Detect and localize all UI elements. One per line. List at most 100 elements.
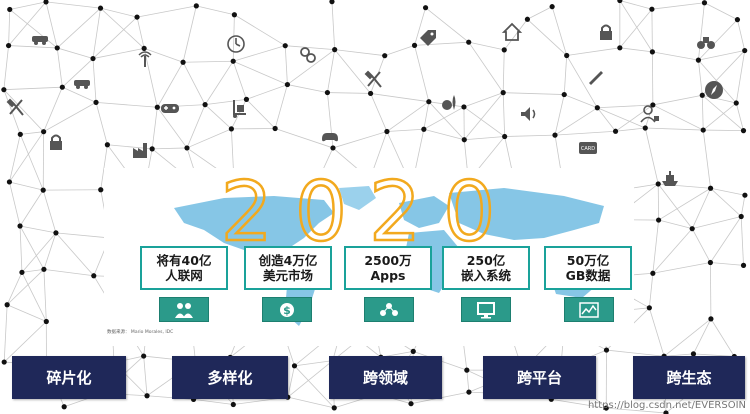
stat-line2: 人联网	[165, 268, 203, 283]
stat-line2: Apps	[370, 268, 406, 283]
network-link	[463, 92, 504, 140]
tag-fragmentation: 碎片化	[12, 356, 126, 399]
network-link	[6, 269, 45, 306]
network-link	[21, 268, 44, 273]
network-node	[384, 128, 390, 135]
network-link	[710, 318, 735, 357]
network-link	[652, 104, 704, 131]
network-link	[9, 1, 47, 10]
network-node	[7, 6, 13, 13]
ship-icon	[659, 167, 681, 189]
network-link	[136, 5, 197, 18]
people-icon	[159, 297, 209, 322]
network-node	[646, 305, 652, 311]
network-node	[617, 0, 623, 4]
stat-line2: 嵌入系统	[460, 268, 511, 283]
stat-box-apps: 2500万 Apps	[344, 246, 432, 290]
network-link	[204, 104, 232, 130]
network-link	[3, 45, 9, 90]
network-node	[329, 0, 335, 5]
network-link	[384, 44, 415, 57]
lock-icon	[595, 21, 617, 43]
greenland-map	[339, 186, 376, 210]
network-link	[327, 92, 371, 94]
network-node	[93, 99, 99, 105]
network-link	[3, 321, 47, 363]
network-link	[20, 131, 44, 135]
network-node	[1, 87, 7, 93]
chart-icon	[564, 297, 614, 322]
network-link	[702, 94, 744, 131]
network-node	[230, 58, 236, 64]
network-node	[193, 3, 199, 9]
network-link	[425, 7, 469, 43]
network-link	[45, 1, 58, 49]
network-node	[422, 5, 429, 11]
network-link	[9, 131, 44, 183]
network-node	[4, 302, 10, 308]
network-node	[228, 126, 234, 132]
network-node	[603, 347, 610, 353]
stat-box-people: 将有40亿 人联网	[140, 246, 228, 290]
tag-cross-ecosystem: 跨生态	[633, 356, 745, 399]
lock-icon	[45, 131, 67, 153]
network-node	[642, 125, 648, 131]
stat-box-market: 创造4万亿 美元市场	[244, 246, 332, 290]
network-node	[612, 128, 619, 134]
network-link	[143, 48, 158, 108]
network-link	[331, 1, 336, 50]
network-link	[232, 61, 247, 100]
watermark: https://blog.csdn.net/EVERSOIN	[587, 400, 746, 411]
network-link	[43, 232, 57, 270]
network-node	[291, 363, 298, 369]
network-node	[104, 142, 110, 148]
network-link	[62, 86, 97, 103]
network-link	[386, 101, 430, 132]
network-link	[186, 104, 206, 149]
network-node	[699, 92, 705, 98]
network-link	[693, 318, 712, 355]
tools-icon	[363, 69, 385, 91]
network-link	[3, 89, 44, 132]
stat-line1: 将有40亿	[156, 253, 212, 268]
network-node	[149, 146, 155, 152]
network-node	[40, 187, 46, 193]
network-node	[564, 52, 570, 59]
network-link	[233, 45, 286, 62]
network-link	[414, 41, 469, 46]
network-node	[466, 39, 472, 45]
network-link	[8, 1, 47, 46]
network-link	[463, 92, 504, 108]
network-link	[615, 127, 646, 132]
network-node	[141, 353, 147, 359]
user-lock-icon	[639, 103, 661, 125]
dollar-icon: $	[262, 297, 312, 322]
network-link	[651, 2, 705, 10]
network-link	[287, 360, 333, 398]
network-link	[182, 62, 206, 105]
network-link	[143, 356, 148, 396]
network-link	[606, 349, 665, 357]
network-link	[182, 5, 197, 63]
network-link	[648, 273, 654, 308]
network-link	[45, 1, 101, 9]
network-link	[692, 216, 742, 230]
network-node	[41, 266, 47, 272]
hand-truck-icon	[229, 97, 251, 119]
network-link	[95, 102, 158, 108]
network-link	[152, 147, 187, 150]
network-link	[657, 183, 693, 229]
network-node	[54, 45, 60, 51]
network-link	[463, 106, 505, 137]
network-link	[8, 45, 58, 49]
network-node	[272, 125, 278, 132]
network-node	[43, 0, 49, 5]
network-link	[183, 60, 234, 63]
tools-icon	[5, 97, 27, 119]
network-link	[19, 134, 44, 191]
network-link	[566, 47, 620, 56]
network-link	[205, 98, 247, 106]
network-link	[43, 269, 47, 322]
network-node	[501, 47, 507, 53]
pen-icon	[585, 65, 607, 87]
